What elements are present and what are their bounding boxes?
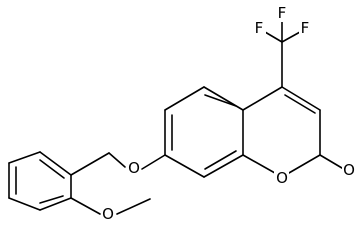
bond-o-ether-ch2: [108, 152, 126, 168]
bond-c4a-c4: [242, 86, 283, 111]
bond-c7-c8: [164, 154, 205, 178]
bond-c8-c8a-double: [204, 150, 237, 170]
bond-ch2-aryl: [70, 152, 110, 176]
bond-cf3-f-left: [264, 31, 283, 43]
atom-labels: F F F O O O O: [101, 4, 357, 223]
bond-c4a-c5: [203, 86, 244, 111]
bond-ar2-o-methoxy: [70, 197, 101, 215]
atom-f-top-label: F: [278, 4, 287, 22]
bond-ar6-ar1: [39, 151, 72, 176]
bond-cf3-f-right: [281, 31, 301, 43]
bond-ar5-ar6: [8, 151, 41, 164]
bond-ar2-ar3: [39, 197, 72, 211]
bond-c8-c8a: [203, 154, 244, 178]
atom-f-left-label: F: [255, 19, 264, 37]
atom-o-ether-label: O: [128, 159, 140, 177]
atom-o-ether: O: [126, 159, 141, 177]
atom-o-methoxy-label: O: [102, 205, 114, 223]
atom-f-right: F: [299, 19, 312, 37]
atom-o-carbonyl: O: [342, 161, 357, 179]
bond-ar6-ar1-double: [39, 159, 65, 179]
bond-c4-c3-double: [284, 94, 316, 114]
atom-o-ring-label: O: [276, 169, 288, 187]
bond-ar2-ar3-double: [39, 195, 64, 204]
atom-f-right-label: F: [301, 19, 310, 37]
bond-o-methoxy-ch3: [116, 198, 151, 215]
atom-f-top: F: [276, 4, 289, 22]
bond-ar3-ar4: [8, 197, 41, 211]
atom-f-left: F: [253, 19, 266, 37]
atom-o-methoxy: O: [101, 205, 116, 223]
bond-c7-o-ether: [141, 154, 166, 170]
bond-c4a-c5-double: [204, 94, 237, 107]
bond-c4-c3: [281, 86, 321, 111]
atom-o-ring: O: [274, 169, 289, 187]
bonds: [8, 20, 348, 215]
bond-c5-c6: [164, 86, 205, 111]
atom-o-carbonyl-label: O: [343, 161, 355, 179]
